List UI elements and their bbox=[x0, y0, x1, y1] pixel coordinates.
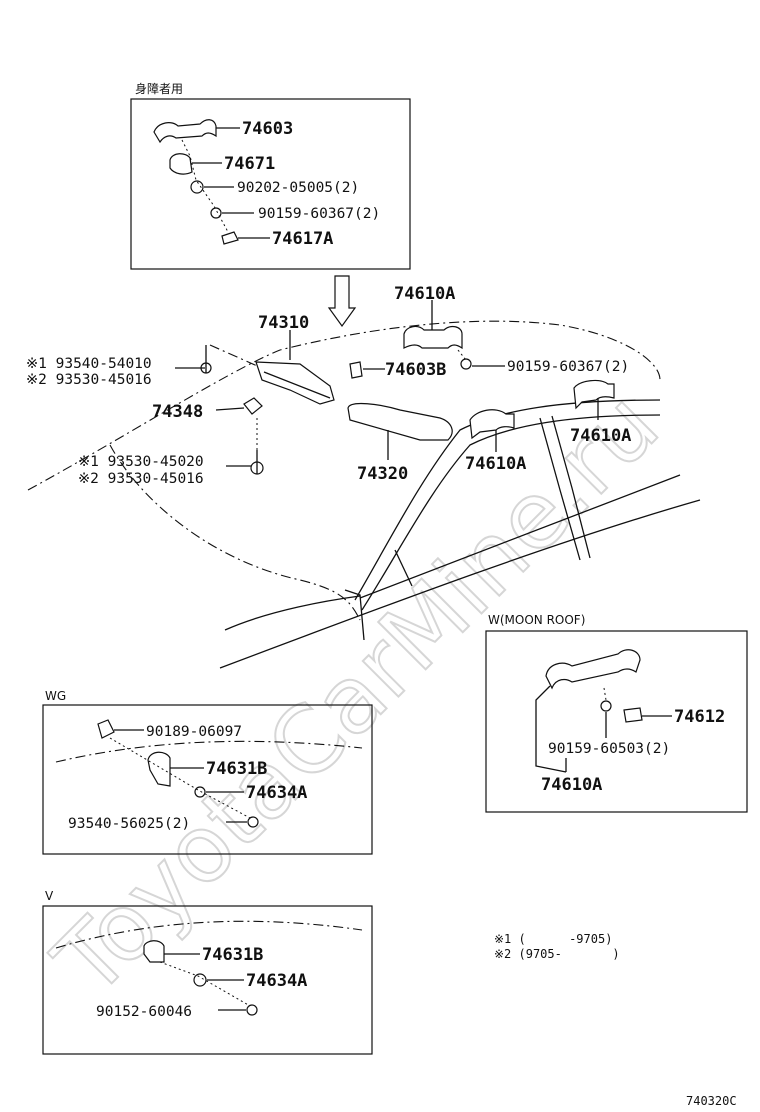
clip-74617A-shape bbox=[221, 231, 239, 245]
cap-74671-shape bbox=[169, 153, 193, 175]
label-bolt1-a: ※1 93540-54010 bbox=[26, 356, 152, 372]
bracket-74631B-v-shape bbox=[143, 940, 165, 963]
leader-74610A-moonroof bbox=[535, 685, 567, 773]
grip-74610A-top-shape bbox=[403, 325, 463, 350]
leader-74348 bbox=[215, 407, 245, 411]
assist-grip-shape bbox=[153, 119, 217, 144]
label-74610A-moonroof: 74610A bbox=[541, 775, 602, 795]
handicap-panel-title: 身障者用 bbox=[135, 81, 183, 96]
moonroof-panel-frame bbox=[485, 630, 748, 813]
screw-moonroof-shape bbox=[600, 700, 612, 712]
bracket-74631B-wg-shape bbox=[147, 751, 171, 787]
nut-90202-shape bbox=[190, 180, 204, 194]
label-bolt2-a: ※1 93530-45020 bbox=[78, 454, 204, 470]
label-74634A-v: 74634A bbox=[246, 971, 307, 991]
label-93540-56025: 93540-56025(2) bbox=[68, 816, 190, 832]
v-roof-line bbox=[55, 920, 363, 949]
screw-90159-main-shape bbox=[460, 358, 472, 370]
wg-assembly-line bbox=[109, 737, 251, 819]
v-panel-frame bbox=[42, 905, 373, 1055]
label-74603: 74603 bbox=[242, 119, 293, 139]
label-74612: 74612 bbox=[674, 707, 725, 727]
moonroof-panel-title: W(MOON ROOF) bbox=[488, 613, 585, 627]
label-bolt1-b: ※2 93530-45016 bbox=[26, 372, 152, 388]
label-74603B: 74603B bbox=[385, 360, 446, 380]
wg-panel-title: WG bbox=[45, 689, 66, 703]
cap-74634A-v-shape bbox=[193, 973, 207, 987]
handicap-panel-frame bbox=[130, 98, 411, 270]
label-74631B-wg: 74631B bbox=[206, 759, 267, 779]
moonroof-panel: W(MOON ROOF) 74612 90159-60503(2) 74610A bbox=[485, 613, 748, 813]
cap-74603B-shape bbox=[349, 361, 363, 379]
clip-90189-shape bbox=[97, 719, 115, 739]
sunvisor-74310-shape bbox=[255, 361, 335, 405]
label-74348: 74348 bbox=[152, 402, 203, 422]
label-74610A-top: 74610A bbox=[394, 284, 455, 304]
wg-panel-frame bbox=[42, 704, 373, 855]
grip-74610A-moonroof-shape bbox=[545, 649, 641, 690]
clip-74348-shape bbox=[243, 397, 263, 415]
label-74634A-wg: 74634A bbox=[246, 783, 307, 803]
screw-90159-shape bbox=[210, 207, 222, 219]
label-74310: 74310 bbox=[258, 313, 309, 333]
screw-moonroof-line bbox=[603, 687, 607, 701]
v-panel-title: V bbox=[45, 889, 54, 903]
down-arrow-icon bbox=[327, 275, 357, 328]
label-90152-60046: 90152-60046 bbox=[96, 1004, 192, 1020]
grip-74610A-mid-shape bbox=[469, 409, 515, 440]
label-74617A: 74617A bbox=[272, 229, 333, 249]
label-74631B-v: 74631B bbox=[202, 945, 263, 965]
label-bolt2-b: ※2 93530-45016 bbox=[78, 471, 204, 487]
sunvisor-74320-shape bbox=[347, 402, 453, 441]
sunvisor-74310-edge bbox=[263, 371, 331, 399]
cap-74634A-wg-shape bbox=[194, 786, 206, 798]
handicap-assembly-line bbox=[181, 139, 229, 233]
note-2: ※2 (9705- ) bbox=[494, 947, 620, 961]
screw-93540-shape bbox=[247, 816, 259, 828]
label-74610A-mid: 74610A bbox=[465, 454, 526, 474]
screw-90159-main-line bbox=[457, 349, 467, 361]
grip-74610A-right-shape bbox=[573, 379, 615, 410]
label-74320: 74320 bbox=[357, 464, 408, 484]
handicap-panel: 身障者用 74603 74671 90202-05005(2) 90159-60… bbox=[130, 81, 411, 270]
screw-90152-shape bbox=[246, 1004, 258, 1016]
v-panel: V 74631B 74634A 90152-60046 bbox=[42, 889, 373, 1055]
label-90189-06097: 90189-06097 bbox=[146, 724, 242, 740]
label-90159-60367-h: 90159-60367(2) bbox=[258, 206, 380, 222]
label-90159-60367-main: 90159-60367(2) bbox=[507, 359, 629, 375]
label-90202-05005: 90202-05005(2) bbox=[237, 180, 359, 196]
label-74671: 74671 bbox=[224, 154, 275, 174]
v-assembly-line bbox=[159, 961, 251, 1007]
label-74610A-right: 74610A bbox=[570, 426, 631, 446]
diagram-code: 740320C bbox=[686, 1094, 737, 1108]
wg-roof-line bbox=[55, 740, 363, 763]
note-1: ※1 ( -9705) bbox=[494, 932, 612, 946]
wg-panel: WG 90189-06097 74631B 74634A 93540-56025… bbox=[42, 689, 373, 855]
cap-74612-shape bbox=[623, 707, 643, 723]
label-90159-60503: 90159-60503(2) bbox=[548, 741, 670, 757]
